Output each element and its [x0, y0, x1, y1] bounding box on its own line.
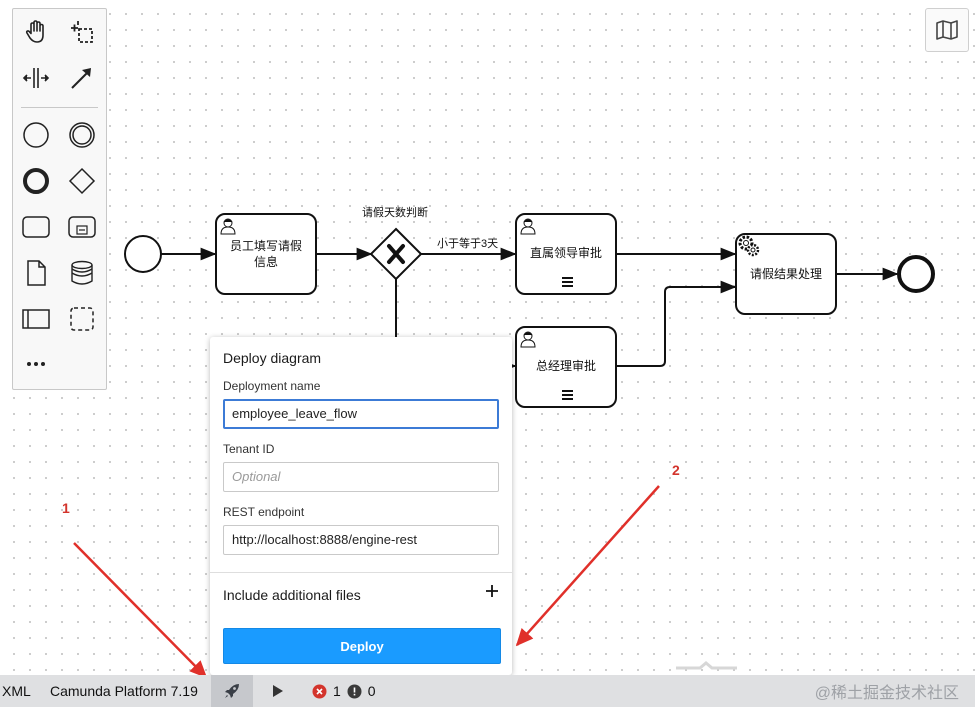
task-employee-fill[interactable]	[215, 213, 317, 295]
watermark: @稀土掘金技术社区	[814, 685, 959, 702]
palette-separator	[21, 107, 98, 108]
subprocess-icon[interactable]	[65, 210, 99, 244]
annotation-number-1: 1	[62, 500, 70, 516]
user-icon	[520, 218, 536, 235]
data-store-icon[interactable]	[65, 256, 99, 290]
exclusive-gateway[interactable]	[369, 227, 423, 281]
multi-instance-icon	[562, 277, 573, 287]
plus-icon[interactable]	[484, 583, 500, 599]
deploy-dialog-title: Deploy diagram	[223, 350, 322, 366]
sequence-flows[interactable]	[161, 247, 899, 373]
task-label-result-process: 请假结果处理	[749, 267, 822, 281]
gear-icon	[738, 235, 760, 257]
task-icon[interactable]	[19, 210, 53, 244]
tenant-id-input[interactable]: Optional	[223, 462, 499, 492]
flow-manager-to-result[interactable]	[616, 280, 737, 367]
lasso-tool-icon[interactable]	[65, 15, 99, 49]
task-result-process[interactable]	[735, 233, 837, 315]
map-icon	[936, 20, 958, 40]
task-direct-leader[interactable]	[515, 213, 617, 295]
xml-tab[interactable]: XML	[2, 683, 31, 699]
pool-icon[interactable]	[19, 302, 53, 336]
start-event-icon[interactable]	[19, 118, 53, 152]
deploy-dialog: Deploy diagram Deployment name employee_…	[210, 337, 512, 675]
connect-tool-icon[interactable]	[65, 61, 99, 95]
data-object-icon[interactable]	[19, 256, 53, 290]
rest-endpoint-label: REST endpoint	[223, 505, 305, 519]
warning-icon	[347, 684, 362, 698]
task-label-employee-fill: 员工填写请假信息	[229, 239, 302, 269]
user-icon	[220, 218, 236, 235]
multi-instance-icon	[562, 390, 573, 400]
gateway-label[interactable]: 请假天数判断	[362, 207, 428, 219]
deployment-name-input[interactable]: employee_leave_flow	[223, 399, 499, 429]
deployment-name-label: Deployment name	[223, 379, 321, 393]
end-event-icon[interactable]	[19, 164, 53, 198]
scroll-handle[interactable]	[676, 661, 737, 670]
annotation-arrows	[73, 485, 660, 679]
problems-indicator[interactable]: 1 0	[312, 675, 376, 707]
group-icon[interactable]	[65, 302, 99, 336]
include-files-label[interactable]: Include additional files	[223, 587, 361, 603]
user-icon	[520, 331, 536, 348]
hand-tool-icon[interactable]	[19, 15, 53, 49]
flow-label-le3[interactable]: 小于等于3天	[437, 238, 499, 250]
space-tool-icon[interactable]	[19, 61, 53, 95]
annotation-number-2: 2	[672, 462, 680, 478]
tool-palette	[12, 8, 107, 390]
status-bar: XML Camunda Platform 7.19 1 0 @稀土掘金技术社区	[0, 675, 975, 707]
dialog-separator	[210, 572, 512, 573]
warning-count: 0	[367, 683, 376, 699]
run-button[interactable]	[270, 675, 284, 707]
annotation-arrow-2	[515, 485, 660, 647]
task-label-direct-leader: 直属领导审批	[529, 246, 602, 260]
tenant-id-label: Tenant ID	[223, 442, 275, 456]
deploy-button[interactable]: Deploy	[223, 628, 501, 664]
platform-version[interactable]: Camunda Platform 7.19	[50, 683, 198, 699]
task-general-manager[interactable]	[515, 326, 617, 408]
task-label-general-manager: 总经理审批	[535, 359, 596, 373]
end-event[interactable]	[897, 255, 935, 293]
annotation-arrow-1	[73, 542, 208, 679]
gateway-icon[interactable]	[65, 164, 99, 198]
deploy-rocket-button[interactable]	[211, 675, 253, 707]
more-icon[interactable]	[19, 347, 53, 381]
rest-endpoint-input[interactable]: http://localhost:8888/engine-rest	[223, 525, 499, 555]
play-icon	[273, 685, 283, 697]
intermediate-event-icon[interactable]	[65, 118, 99, 152]
rocket-icon	[225, 684, 239, 698]
start-event[interactable]	[124, 235, 162, 273]
error-icon	[312, 684, 327, 698]
error-count: 1	[333, 683, 341, 699]
minimap-toggle-button[interactable]	[925, 8, 969, 52]
